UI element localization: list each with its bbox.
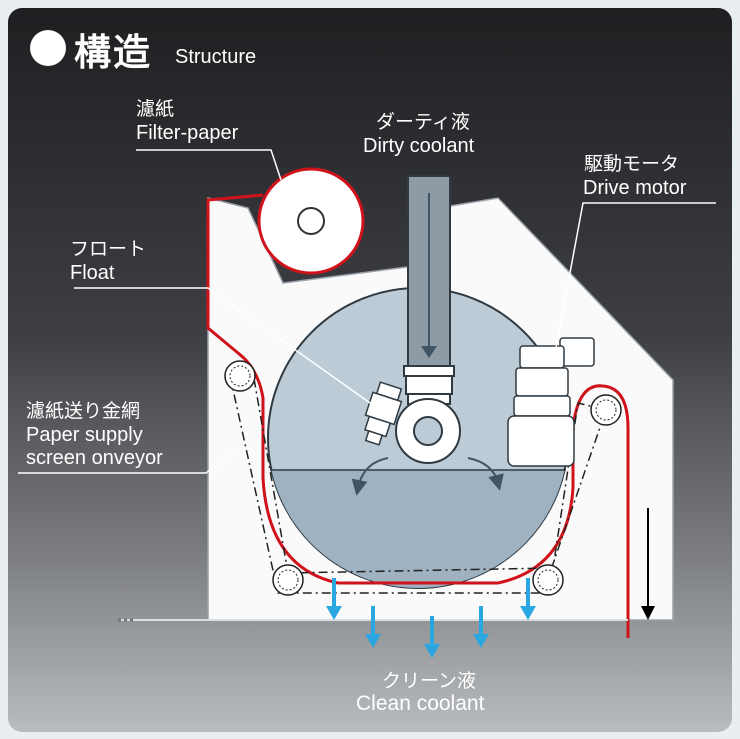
- paper-supply-label-en-1: Paper supply: [26, 424, 143, 446]
- paper-supply-conveyor: [229, 372, 607, 594]
- conveyor-sprocket: [590, 394, 622, 426]
- drive-motor: [507, 337, 595, 467]
- section-title: 構造: [74, 31, 152, 74]
- filter-paper-path: [206, 193, 630, 638]
- clean-coolant-arrows: [326, 578, 536, 658]
- float-device: [364, 381, 403, 446]
- float-label-jp: フロート: [70, 238, 147, 260]
- paper-supply-label-jp: 濾紙送り金網: [26, 400, 141, 422]
- drive-motor-label-jp: 駆動モータ: [584, 153, 680, 175]
- filter-paper-label-en: Filter-paper: [136, 122, 239, 144]
- bullet-icon: [30, 30, 66, 66]
- machine-drawing: [18, 149, 716, 658]
- diagram-panel: 構造 Structure: [8, 8, 732, 732]
- clean-coolant-label-jp: クリーン液: [382, 670, 477, 692]
- paper-supply-label-en-2: screen onveyor: [26, 447, 163, 469]
- drive-motor-label-en: Drive motor: [583, 177, 687, 199]
- dirty-coolant-label-jp: ダーティ液: [376, 111, 470, 133]
- filter-paper-label-jp: 濾紙: [136, 98, 175, 120]
- conveyor-sprocket: [532, 564, 564, 596]
- conveyor-sprocket: [224, 360, 256, 392]
- leader-lines: [18, 149, 716, 474]
- roll-core: [297, 207, 325, 235]
- section-subtitle: Structure: [175, 46, 257, 68]
- float-label-en: Float: [70, 262, 115, 284]
- dirty-coolant-label-en: Dirty coolant: [363, 135, 475, 157]
- conveyor-sprocket: [272, 564, 304, 596]
- clean-coolant-label-en: Clean coolant: [356, 692, 485, 715]
